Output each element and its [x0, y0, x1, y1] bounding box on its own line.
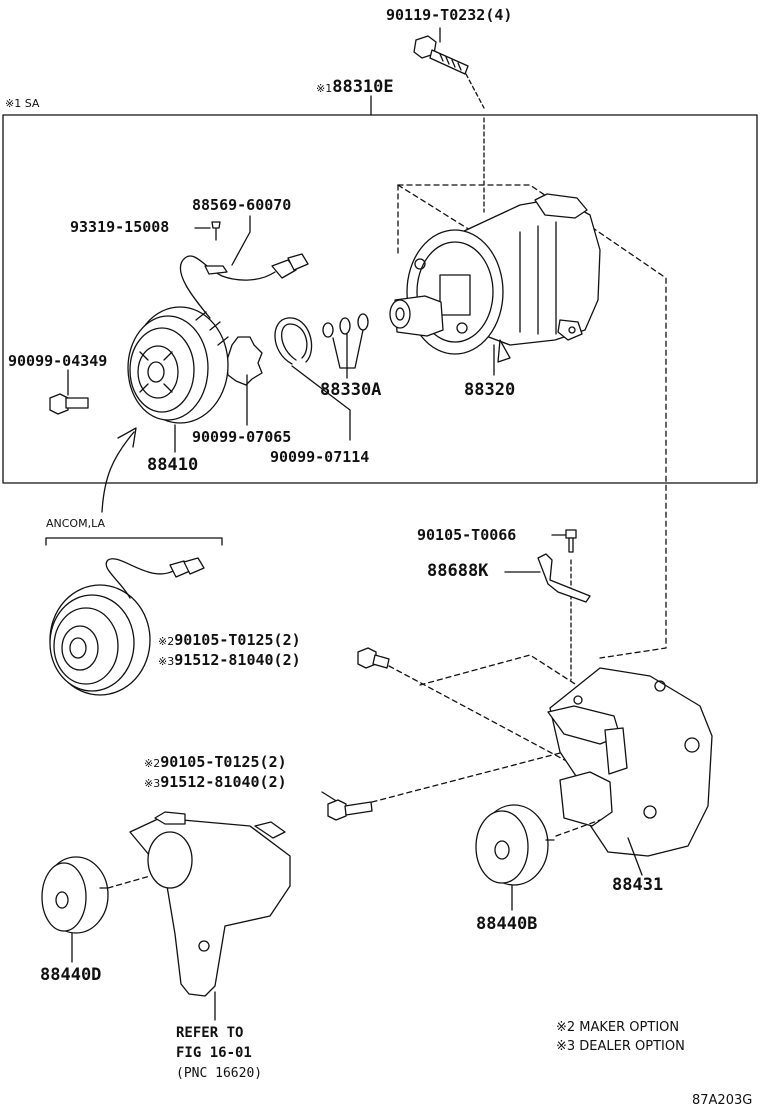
clutch-label: 88410 [147, 455, 199, 475]
option-lower-mark1: ※2 [144, 757, 161, 770]
refer-line2: FIG 16-01 [176, 1045, 252, 1061]
refer-line1: REFER TO [176, 1025, 244, 1041]
compressor-graphic [389, 193, 601, 363]
snap-ring-label: 90099-07114 [270, 448, 370, 466]
option-bolt-lower-graphic [321, 791, 373, 821]
option-upper-mark2: ※3 [158, 655, 175, 668]
clutch-pulley-graphic [127, 306, 229, 424]
refer-line3: (PNC 16620) [176, 1066, 263, 1081]
clutch-bolt-label: 90099-04349 [8, 352, 108, 370]
screw-label: 93319-15008 [70, 218, 170, 236]
option-upper-part2: 91512-81040(2) [174, 651, 301, 669]
wire-clip-label: 88569-60070 [192, 196, 292, 214]
option-upper-part1: 90105-T0125(2) [174, 631, 301, 649]
assembly-part: 88310E [332, 77, 394, 97]
mount-bracket-label: 88431 [612, 875, 664, 895]
compressor-label: 88320 [464, 380, 516, 400]
ancom-arrow [101, 427, 137, 513]
idler-d-label: 88440D [40, 965, 102, 985]
option-upper-line1: ※290105-T0125(2) [158, 633, 301, 648]
option-upper-mark1: ※2 [158, 635, 175, 648]
clutch-bolt-graphic [49, 369, 89, 415]
idler-bracket-graphic [129, 811, 291, 997]
option-lower-mark2: ※3 [144, 777, 161, 790]
top-bolt-label: 90119-T0232(4) [386, 6, 513, 24]
assembly-label: ※188310E [316, 79, 394, 96]
top-bolt-graphic [413, 27, 469, 75]
assembly-mark: ※1 [316, 82, 333, 95]
clutch-wire-graphic [179, 255, 276, 319]
legend-dealer: ※3 DEALER OPTION [556, 1039, 685, 1054]
idler-b-label: 88440B [476, 914, 538, 934]
idler-d-graphic [41, 856, 109, 934]
idler-b-graphic [475, 804, 555, 886]
bracket-bolt-graphic [551, 529, 577, 553]
washer-set-graphic [322, 313, 369, 338]
screw-graphic [211, 221, 221, 241]
snap-ring-graphic [274, 317, 313, 365]
shim-graphic [225, 336, 263, 386]
option-lower-part2: 91512-81040(2) [160, 773, 287, 791]
washer-set-label: 88330A [320, 380, 382, 400]
option-upper-line2: ※391512-81040(2) [158, 653, 301, 668]
bracket-label: 88688K [427, 561, 489, 581]
mount-bracket-graphic [547, 667, 713, 857]
small-bracket-graphic [537, 553, 591, 603]
sa-label: ※1 SA [5, 97, 40, 110]
ancom-label: ANCOM,LA [46, 517, 105, 530]
figure-id: 87A203G [692, 1093, 753, 1108]
option-lower-line2: ※391512-81040(2) [144, 775, 287, 790]
assembly-box [2, 114, 758, 484]
option-lower-part1: 90105-T0125(2) [160, 753, 287, 771]
legend-maker: ※2 MAKER OPTION [556, 1020, 680, 1035]
bracket-bolt-label: 90105-T0066 [417, 526, 517, 544]
option-bolt-upper-graphic [357, 647, 390, 669]
ancom-clutch-graphic [49, 557, 205, 696]
shim-label: 90099-07065 [192, 428, 292, 446]
option-lower-line1: ※290105-T0125(2) [144, 755, 287, 770]
